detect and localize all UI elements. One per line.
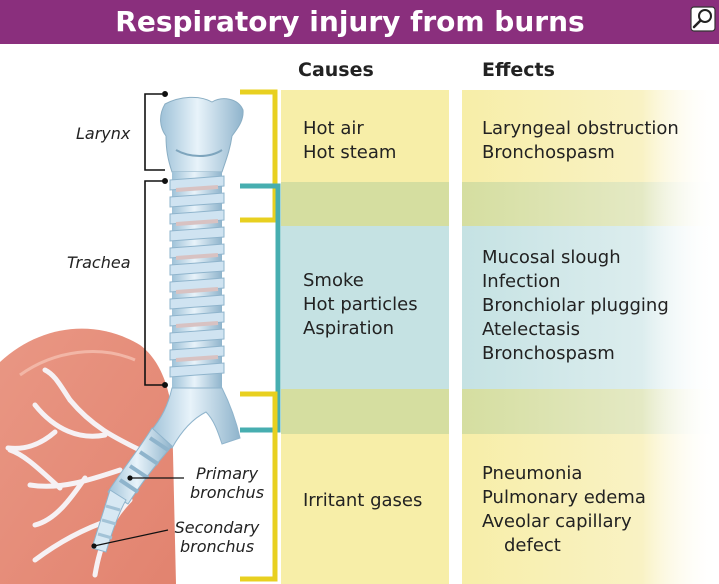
causes-cell-row-3: Irritant gases xyxy=(303,489,422,513)
effects-cell-row-2: Mucosal slough Infection Bronchiolar plu… xyxy=(482,246,669,366)
effect-item: defect xyxy=(482,534,646,558)
secondary-bronchus-line-2: bronchus xyxy=(170,537,264,556)
trachea-label: Trachea xyxy=(67,253,131,272)
effect-item: Mucosal slough xyxy=(482,246,669,270)
primary-bronchus-label: Primary bronchus xyxy=(184,464,270,502)
cause-item: Irritant gases xyxy=(303,489,422,513)
effect-item: Bronchospasm xyxy=(482,141,679,165)
cause-item: Hot steam xyxy=(303,141,396,165)
causes-cell-row-1: Hot air Hot steam xyxy=(303,117,396,165)
cause-item: Hot air xyxy=(303,117,396,141)
effect-item: Pulmonary edema xyxy=(482,486,646,510)
causes-cell-row-2: Smoke Hot particles Aspiration xyxy=(303,269,418,341)
effects-header: Effects xyxy=(482,59,555,81)
cause-item: Smoke xyxy=(303,269,418,293)
secondary-bronchus-label: Secondary bronchus xyxy=(170,518,264,556)
effect-item: Atelectasis xyxy=(482,318,669,342)
cause-item: Hot particles xyxy=(303,293,418,317)
primary-bronchus-line-1: Primary xyxy=(184,464,270,483)
primary-bronchus-line-2: bronchus xyxy=(184,483,270,502)
effect-item: Bronchiolar plugging xyxy=(482,294,669,318)
causes-header: Causes xyxy=(298,59,374,81)
secondary-bronchus-line-1: Secondary xyxy=(170,518,264,537)
yellow-bracket-top xyxy=(240,92,275,220)
effect-item: Bronchospasm xyxy=(482,342,669,366)
cause-item: Aspiration xyxy=(303,317,418,341)
effects-cell-row-3: Pneumonia Pulmonary edema Aveolar capill… xyxy=(482,462,646,558)
effect-item: Aveolar capillary xyxy=(482,510,646,534)
effect-item: Pneumonia xyxy=(482,462,646,486)
effect-item: Infection xyxy=(482,270,669,294)
effect-item: Laryngeal obstruction xyxy=(482,117,679,141)
larynx-label: Larynx xyxy=(76,124,130,143)
effects-cell-row-1: Laryngeal obstruction Bronchospasm xyxy=(482,117,679,165)
